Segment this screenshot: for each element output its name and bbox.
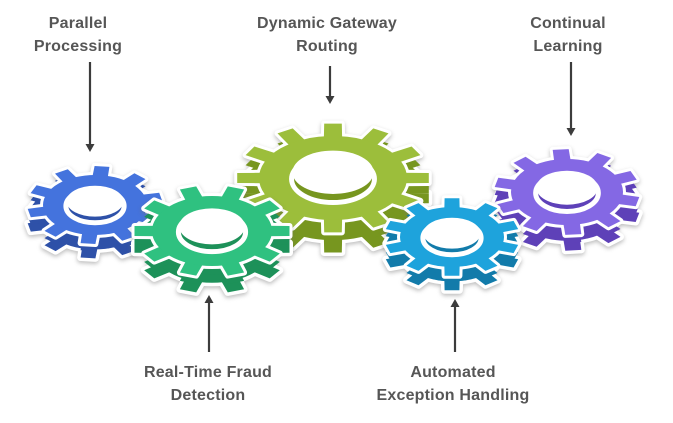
label-line: Processing [33,38,123,55]
gear-automated-exception-handling [382,195,522,294]
arrow-automated-exception-handling [450,299,460,352]
label-line: Routing [296,38,358,55]
label-line: Learning [533,38,603,55]
arrow-dynamic-gateway-routing [325,66,335,104]
arrow-real-time-fraud-detection [204,295,214,352]
gear-real-time-fraud-detection [131,183,293,296]
label-continual-learning: Continual Learning [498,12,638,58]
label-line: Parallel [48,15,108,32]
label-line: Exception Handling [376,387,530,404]
label-automated-exception-handling: Automated Exception Handling [357,361,549,407]
label-line: Detection [170,387,246,404]
label-dynamic-gateway-routing: Dynamic Gateway Routing [237,12,417,58]
gear-continual-learning [491,146,643,255]
gear-dynamic-gateway-routing [233,120,433,256]
label-line: Automated [410,364,496,381]
label-parallel-processing: Parallel Processing [8,12,148,58]
arrow-parallel-processing [85,62,95,152]
arrow-continual-learning [566,62,576,136]
label-line: Dynamic Gateway [257,15,397,32]
label-line: Real-Time Fraud [143,364,273,381]
label-real-time-fraud-detection: Real-Time Fraud Detection [118,361,298,407]
label-line: Continual [530,15,606,32]
